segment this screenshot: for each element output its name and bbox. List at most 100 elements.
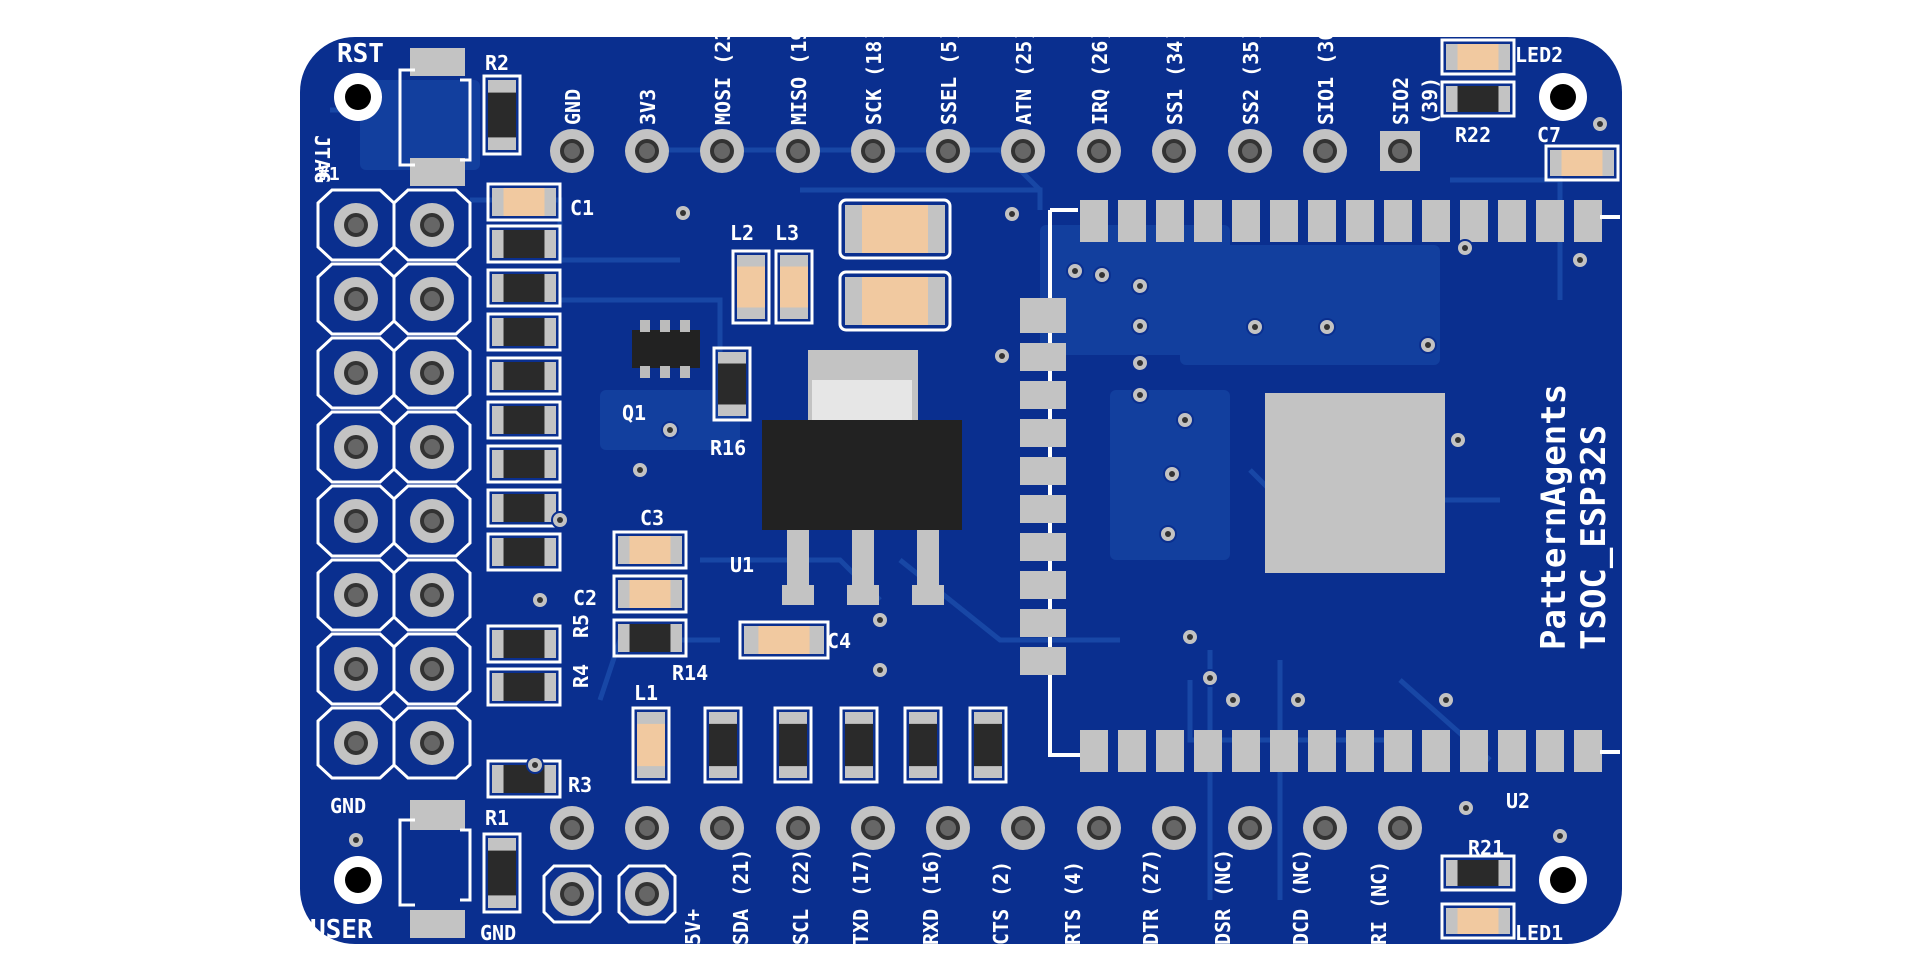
header-pad xyxy=(410,647,454,691)
header-pad xyxy=(926,806,970,850)
header-pad xyxy=(1303,806,1347,850)
r5 xyxy=(486,624,562,664)
header-pad xyxy=(1380,131,1420,171)
header-pad xyxy=(926,129,970,173)
header-pad xyxy=(410,203,454,247)
label-q1: Q1 xyxy=(622,401,646,425)
bottom-pin-label-8: DCD (NC) xyxy=(1289,849,1313,945)
bottom-pin-label-3: RXD (16) xyxy=(919,849,943,945)
header-pad xyxy=(1001,806,1045,850)
label-l2: L2 xyxy=(730,221,754,245)
label-r22: R22 xyxy=(1455,123,1491,147)
top-pin-label-1: 3V3 xyxy=(636,89,660,125)
resistor-7 xyxy=(486,532,562,572)
r4 xyxy=(486,667,562,707)
label-r5: R5 xyxy=(569,614,593,638)
header-pad xyxy=(410,573,454,617)
header-pad xyxy=(1378,806,1422,850)
bottom-pin-label-9: RI (NC) xyxy=(1367,861,1391,945)
r14 xyxy=(612,618,688,658)
header-pad xyxy=(410,499,454,543)
c1 xyxy=(486,182,562,222)
header-pad xyxy=(410,721,454,765)
header-pad xyxy=(334,351,378,395)
resistor-0 xyxy=(486,224,562,264)
c2 xyxy=(612,574,688,614)
label-c3: C3 xyxy=(640,506,664,530)
user-label: USER xyxy=(310,915,373,945)
header-pad xyxy=(776,129,820,173)
l1 xyxy=(631,706,671,784)
bottom-pin-label-6: DTR (27) xyxy=(1139,849,1163,945)
bottom-pin-label-2: TXD (17) xyxy=(849,849,873,945)
header-pad xyxy=(851,806,895,850)
header-pad xyxy=(776,806,820,850)
jtag-gnd-label: GND xyxy=(330,794,366,818)
board-title: PatternAgents TSOC_ESP32S xyxy=(1534,384,1614,650)
l2 xyxy=(731,249,771,325)
label-led2: LED2 xyxy=(1515,43,1563,67)
top-pin-label-11: SIO2 xyxy=(1389,77,1413,125)
bottom-left-gnd: GND xyxy=(480,921,516,945)
label-u2: U2 xyxy=(1506,789,1530,813)
header-pad xyxy=(1152,806,1196,850)
header-pad xyxy=(700,806,744,850)
vias xyxy=(347,115,1609,849)
jtag-pin1: #1 xyxy=(318,164,340,185)
smd-components xyxy=(482,38,1620,940)
header-pad xyxy=(334,277,378,321)
label-r4: R4 xyxy=(569,664,593,688)
bottom-header-pads xyxy=(542,806,1422,924)
rst-button[interactable] xyxy=(398,48,472,186)
r-mid-0 xyxy=(703,706,743,784)
u2-esp32-module xyxy=(1020,200,1620,772)
header-pad xyxy=(410,425,454,469)
copper-planes xyxy=(360,80,1440,560)
r-mid-2 xyxy=(839,706,879,784)
header-pad xyxy=(1228,806,1272,850)
label-r3: R3 xyxy=(568,773,592,797)
header-pad xyxy=(550,806,594,850)
jtag-label: JTAG xyxy=(310,135,334,183)
l3 xyxy=(774,249,814,325)
header-pad xyxy=(625,872,669,916)
label-r16: R16 xyxy=(710,436,746,460)
top-pin-label-7: IRQ (26) xyxy=(1088,29,1112,125)
r1 xyxy=(482,832,522,914)
header-pad xyxy=(1077,129,1121,173)
top-pin-label-5: SSEL (5) xyxy=(937,29,961,125)
q1-transistor xyxy=(632,320,700,378)
u1-regulator xyxy=(762,350,962,605)
header-pad xyxy=(550,129,594,173)
board-title-line2: TSOC_ESP32S xyxy=(1574,425,1614,650)
top-pin-label-3: MISO (19) xyxy=(787,17,811,125)
header-pad xyxy=(334,499,378,543)
bottom-pin-label-4: CTS (2) xyxy=(989,861,1013,945)
resistor-5 xyxy=(486,444,562,484)
label-led1: LED1 xyxy=(1515,921,1563,945)
header-pad xyxy=(1303,129,1347,173)
top-header-pads xyxy=(550,129,1420,173)
resistor-4 xyxy=(486,400,562,440)
label-c2: C2 xyxy=(573,586,597,610)
top-pin-label-6: ATN (25) xyxy=(1012,29,1036,125)
bottom-left-5v: 5V+ xyxy=(681,909,705,945)
header-pad xyxy=(334,573,378,617)
r21 xyxy=(1440,854,1516,892)
header-pad xyxy=(1228,129,1272,173)
top-pin-label-9: SS2 (35) xyxy=(1239,29,1263,125)
header-pad xyxy=(410,351,454,395)
header-pad xyxy=(334,721,378,765)
header-pad xyxy=(550,872,594,916)
bottom-pin-label-0: SDA (21) xyxy=(729,849,753,945)
label-r2: R2 xyxy=(485,51,509,75)
top-pin-label-8: SS1 (34) xyxy=(1163,29,1187,125)
r3 xyxy=(486,759,562,799)
top-pin-label-2: MOSI (23) xyxy=(711,17,735,125)
rst-label: RST xyxy=(337,39,384,69)
header-pad xyxy=(700,129,744,173)
bottom-pin-label-5: RTS (4) xyxy=(1061,861,1085,945)
user-button[interactable] xyxy=(398,800,472,938)
